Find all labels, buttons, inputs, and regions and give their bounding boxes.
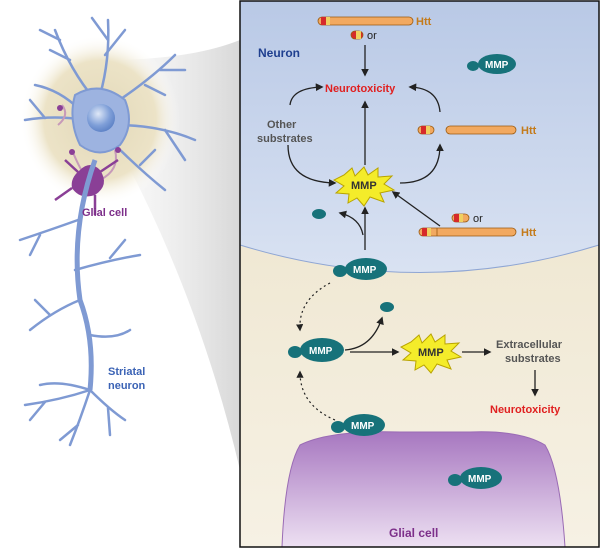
propeptide-extracellular bbox=[380, 302, 394, 312]
arrow-loop-left-top bbox=[289, 83, 324, 106]
or-label-lower: or bbox=[473, 213, 483, 225]
htt-fragment-lower bbox=[451, 213, 470, 223]
mmp-active-top-label: MMP bbox=[351, 180, 377, 192]
neuron-label: neuron bbox=[108, 380, 146, 392]
htt-cleaved-middle bbox=[417, 125, 517, 135]
mmp-glial-inside bbox=[448, 467, 502, 489]
glial-cell-label-left: Glial cell bbox=[82, 207, 127, 219]
mmp-glial-inside-label: MMP bbox=[468, 474, 492, 485]
htt-fragment-top bbox=[350, 30, 364, 40]
mmp-membrane-label: MMP bbox=[353, 265, 377, 276]
mmp-extracellular-label: MMP bbox=[309, 346, 333, 357]
extracellular-substrates-line2: substrates bbox=[505, 353, 561, 365]
htt-full-lower bbox=[418, 227, 517, 237]
mmp-active-star-bottom bbox=[399, 333, 463, 374]
neurotoxicity-top: Neurotoxicity bbox=[325, 83, 396, 95]
axon-branches bbox=[18, 218, 142, 447]
other-substrates-line1: Other bbox=[267, 119, 297, 131]
htt-full-top bbox=[317, 16, 414, 26]
mmp-active-bottom-label: MMP bbox=[418, 347, 444, 359]
other-substrates-line2: substrates bbox=[257, 133, 313, 145]
mmp-neuron-free-label: MMP bbox=[485, 60, 509, 71]
dotted-arrow-upper bbox=[296, 282, 331, 332]
arrow-extra-release-propeptide bbox=[344, 316, 384, 351]
htt-label-middle: Htt bbox=[521, 125, 537, 137]
neuron-compartment-label: Neuron bbox=[258, 46, 300, 60]
arrow-loop-right-top bbox=[408, 83, 441, 113]
mmp-active-star-top bbox=[332, 166, 396, 207]
mmp-glial-membrane-label: MMP bbox=[351, 421, 375, 432]
neuron-nucleus bbox=[87, 104, 115, 132]
arrow-htt-to-mmp bbox=[391, 191, 441, 227]
arrow-loop-left-bottom bbox=[287, 144, 337, 187]
mmp-extracellular bbox=[288, 338, 344, 362]
mmp-membrane bbox=[333, 258, 387, 280]
htt-label-top: Htt bbox=[416, 16, 432, 28]
mmp-neuron-free bbox=[467, 54, 516, 74]
striatal-label: Striatal bbox=[108, 366, 145, 378]
glial-compartment-label: Glial cell bbox=[389, 526, 438, 540]
right-panel: Neuron Glial cell Htt or Neurotoxicity M… bbox=[239, 0, 600, 548]
dotted-arrow-lower bbox=[296, 370, 336, 421]
propeptide-neuron bbox=[312, 209, 326, 219]
arrow-release-propeptide bbox=[338, 210, 364, 236]
left-neuron-illustration: Glial cell Striatal neuron bbox=[18, 16, 240, 470]
panel-border bbox=[239, 0, 600, 548]
glial-compartment bbox=[281, 431, 566, 548]
extracellular-substrates-line1: Extracellular bbox=[496, 339, 563, 351]
neurotoxicity-bottom: Neurotoxicity bbox=[490, 404, 561, 416]
htt-label-lower: Htt bbox=[521, 227, 537, 239]
mmp-glial-membrane bbox=[331, 414, 385, 436]
or-label-top: or bbox=[367, 30, 377, 42]
arrow-loop-right-bottom bbox=[399, 143, 444, 184]
